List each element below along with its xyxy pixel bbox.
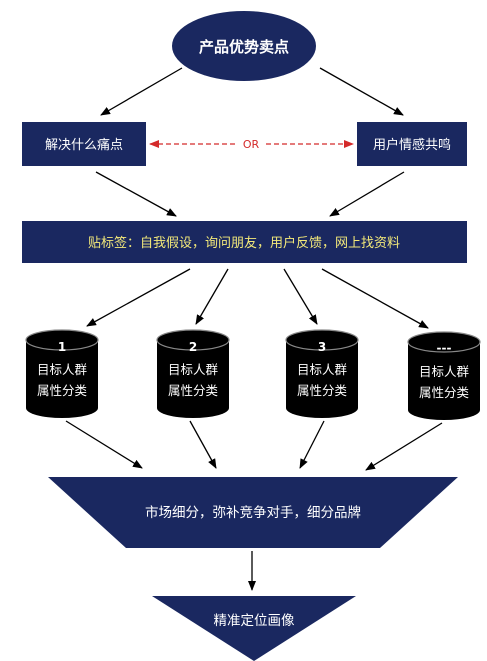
group-4-line1: 目标人群 [419, 364, 470, 379]
group-4-line2: 属性分类 [419, 385, 470, 400]
arrow-tag-to-group-1 [86, 268, 191, 327]
arrow-tag-to-group-4 [321, 268, 429, 329]
arrow-top-to-left [100, 67, 183, 116]
group-cylinder-1: 1 目标人群 属性分类 [25, 329, 99, 418]
arrow-group-3-to-funnel [299, 420, 325, 469]
arrow-tag-to-group-2 [195, 268, 229, 325]
funnel-top-label: 市场细分，弥补竞争对手，细分品牌 [145, 504, 361, 521]
funnel-bottom-shape [152, 596, 356, 661]
tag-bar [22, 221, 467, 263]
arrow-group-2-to-funnel [189, 420, 217, 469]
or-label: OR [243, 138, 260, 151]
left-box [22, 122, 146, 166]
top-node-ellipse [172, 11, 316, 81]
tag-bar-label: 贴标签：自我假设，询问朋友，用户反馈，网上找资料 [88, 235, 400, 251]
left-box-label: 解决什么痛点 [45, 137, 123, 153]
group-1-line1: 目标人群 [37, 362, 88, 377]
group-3-index: 3 [318, 340, 326, 354]
right-box [357, 122, 467, 166]
group-3-line2: 属性分类 [297, 383, 348, 398]
group-3-line1: 目标人群 [297, 362, 348, 377]
group-4-index: --- [437, 341, 452, 355]
group-1-index: 1 [58, 340, 66, 354]
group-cylinder-2: 2 目标人群 属性分类 [156, 329, 230, 418]
arrow-group-4-to-funnel [365, 422, 443, 471]
group-2-index: 2 [189, 340, 197, 354]
top-node-label: 产品优势卖点 [199, 38, 289, 56]
funnel-top-shape [48, 477, 458, 548]
right-box-label: 用户情感共鸣 [373, 137, 451, 153]
arrow-left-to-tag [95, 171, 177, 217]
funnel-bottom-label: 精准定位画像 [214, 613, 295, 629]
arrow-top-to-right [319, 67, 404, 116]
arrow-tag-to-group-3 [283, 268, 318, 325]
group-cylinder-3: 3 目标人群 属性分类 [285, 329, 359, 418]
group-cylinder-4: --- 目标人群 属性分类 [407, 331, 481, 420]
arrow-right-to-tag [329, 171, 405, 217]
group-2-line1: 目标人群 [168, 362, 219, 377]
group-1-line2: 属性分类 [37, 383, 88, 398]
group-2-line2: 属性分类 [168, 383, 219, 398]
arrow-group-1-to-funnel [65, 420, 143, 469]
